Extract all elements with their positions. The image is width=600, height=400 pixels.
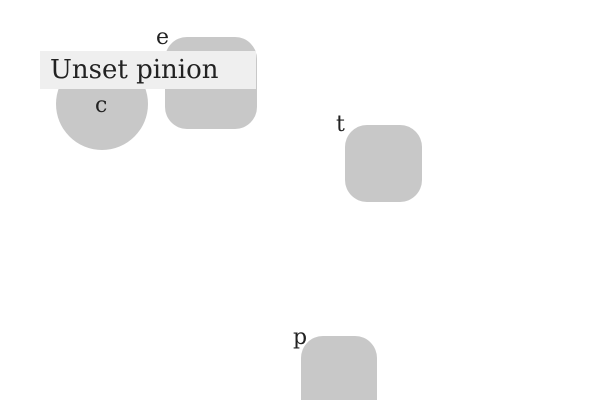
tooltip-text: Unset pinion xyxy=(50,55,219,85)
tooltip: Unset pinion xyxy=(40,51,256,89)
node-p-label: p xyxy=(293,325,308,350)
node-p[interactable] xyxy=(301,336,377,400)
node-t-label: t xyxy=(336,112,345,137)
node-t[interactable] xyxy=(345,125,422,202)
node-e-label: e xyxy=(156,25,170,50)
node-c-label: c xyxy=(95,93,108,118)
